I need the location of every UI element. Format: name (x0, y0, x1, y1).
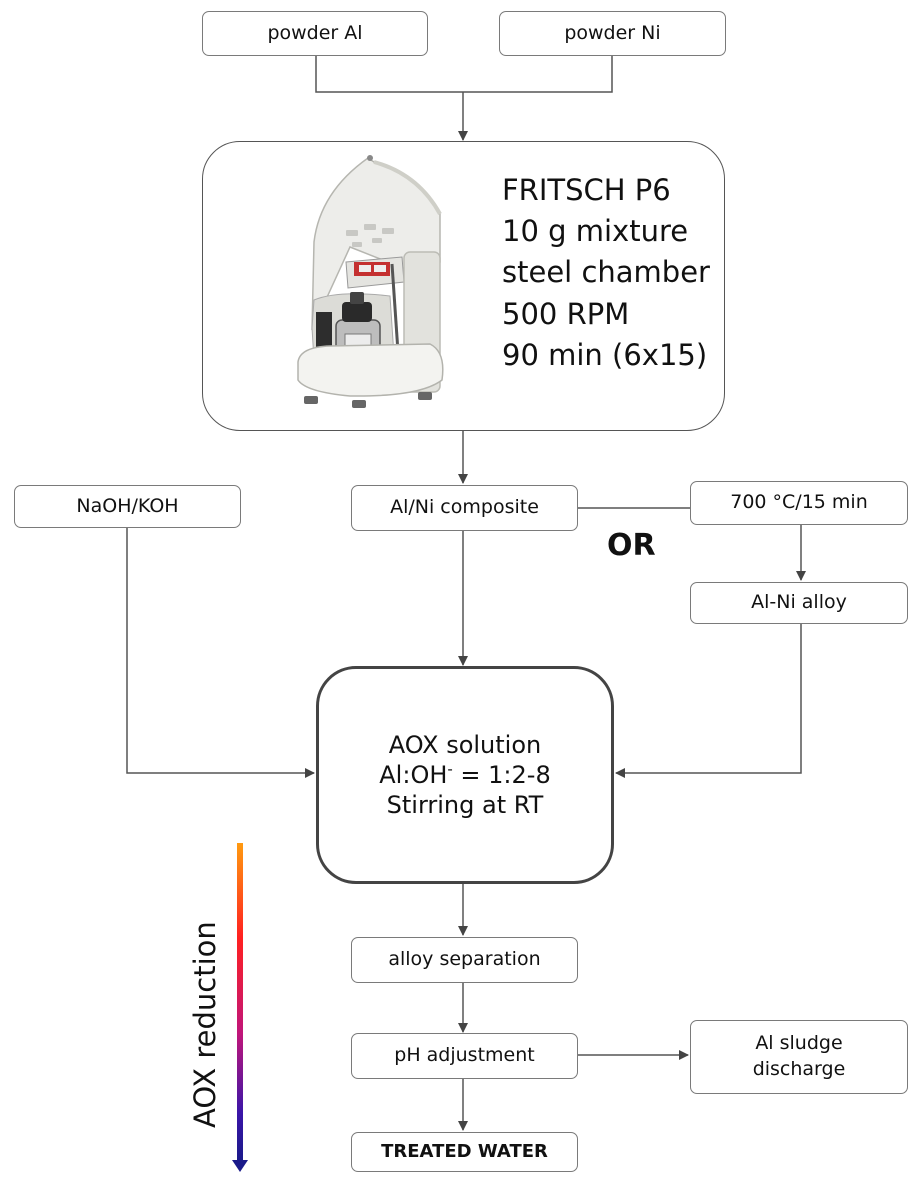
or-label: OR (607, 528, 656, 563)
arrow-reagent-to-reactor (126, 528, 315, 778)
reactor-box: AOX solution Al:OH- = 1:2-8 Stirring at … (316, 666, 614, 884)
reactor-ratio-suffix: = 1:2-8 (452, 761, 551, 789)
planetary-ball-mill-icon (297, 155, 444, 408)
arrow-alloy-to-reactor (615, 624, 802, 778)
powder-al-label: powder Al (267, 21, 363, 44)
mill-specifications: FRITSCH P6 10 g mixture steel chamber 50… (502, 170, 710, 376)
separation-box: alloy separation (351, 937, 578, 983)
aox-gradient-bar (237, 843, 243, 1161)
ball-mill-box (202, 141, 725, 431)
alloy-label: Al-Ni alloy (751, 591, 847, 614)
gradient-arrow-head-icon (232, 1160, 248, 1172)
powder-ni-label: powder Ni (564, 21, 661, 44)
mill-spec-line: FRITSCH P6 (502, 173, 671, 207)
reactor-line-2: Al:OH- = 1:2-8 (379, 760, 550, 790)
separation-label: alloy separation (388, 948, 541, 971)
mill-spec-line: steel chamber (502, 255, 710, 290)
reactor-line-1: AOX solution (388, 731, 542, 759)
ph-adjustment-label: pH adjustment (394, 1044, 535, 1067)
connector-powder-ni (463, 56, 613, 93)
mill-spec-line: 90 min (6x15) (502, 337, 708, 372)
treated-water-box: TREATED WATER (351, 1132, 578, 1172)
composite-box: Al/Ni composite (351, 485, 578, 531)
sludge-label: Al sludge discharge (752, 1032, 846, 1080)
sludge-box: Al sludge discharge (690, 1020, 908, 1094)
powder-ni-box: powder Ni (499, 11, 726, 56)
connector-powder-al (315, 56, 463, 93)
reactor-ratio-prefix: Al:OH (379, 761, 448, 789)
mill-spec-line: 500 RPM (502, 296, 630, 331)
composite-label: Al/Ni composite (390, 496, 539, 519)
reactor-ratio-superscript: - (447, 760, 453, 778)
powder-al-box: powder Al (202, 11, 428, 56)
ph-adjustment-box: pH adjustment (351, 1033, 578, 1079)
reagent-box: NaOH/KOH (14, 485, 241, 528)
alloy-box: Al-Ni alloy (690, 582, 908, 624)
reactor-line-3: Stirring at RT (386, 791, 544, 819)
mill-spec-line: 10 g mixture (502, 214, 689, 249)
aox-reduction-label: AOX reduction (188, 921, 222, 1128)
reagent-label: NaOH/KOH (76, 494, 179, 517)
treated-water-label: TREATED WATER (381, 1140, 548, 1162)
heat-treatment-box: 700 °C/15 min (690, 481, 908, 525)
heat-treatment-label: 700 °C/15 min (730, 491, 868, 514)
